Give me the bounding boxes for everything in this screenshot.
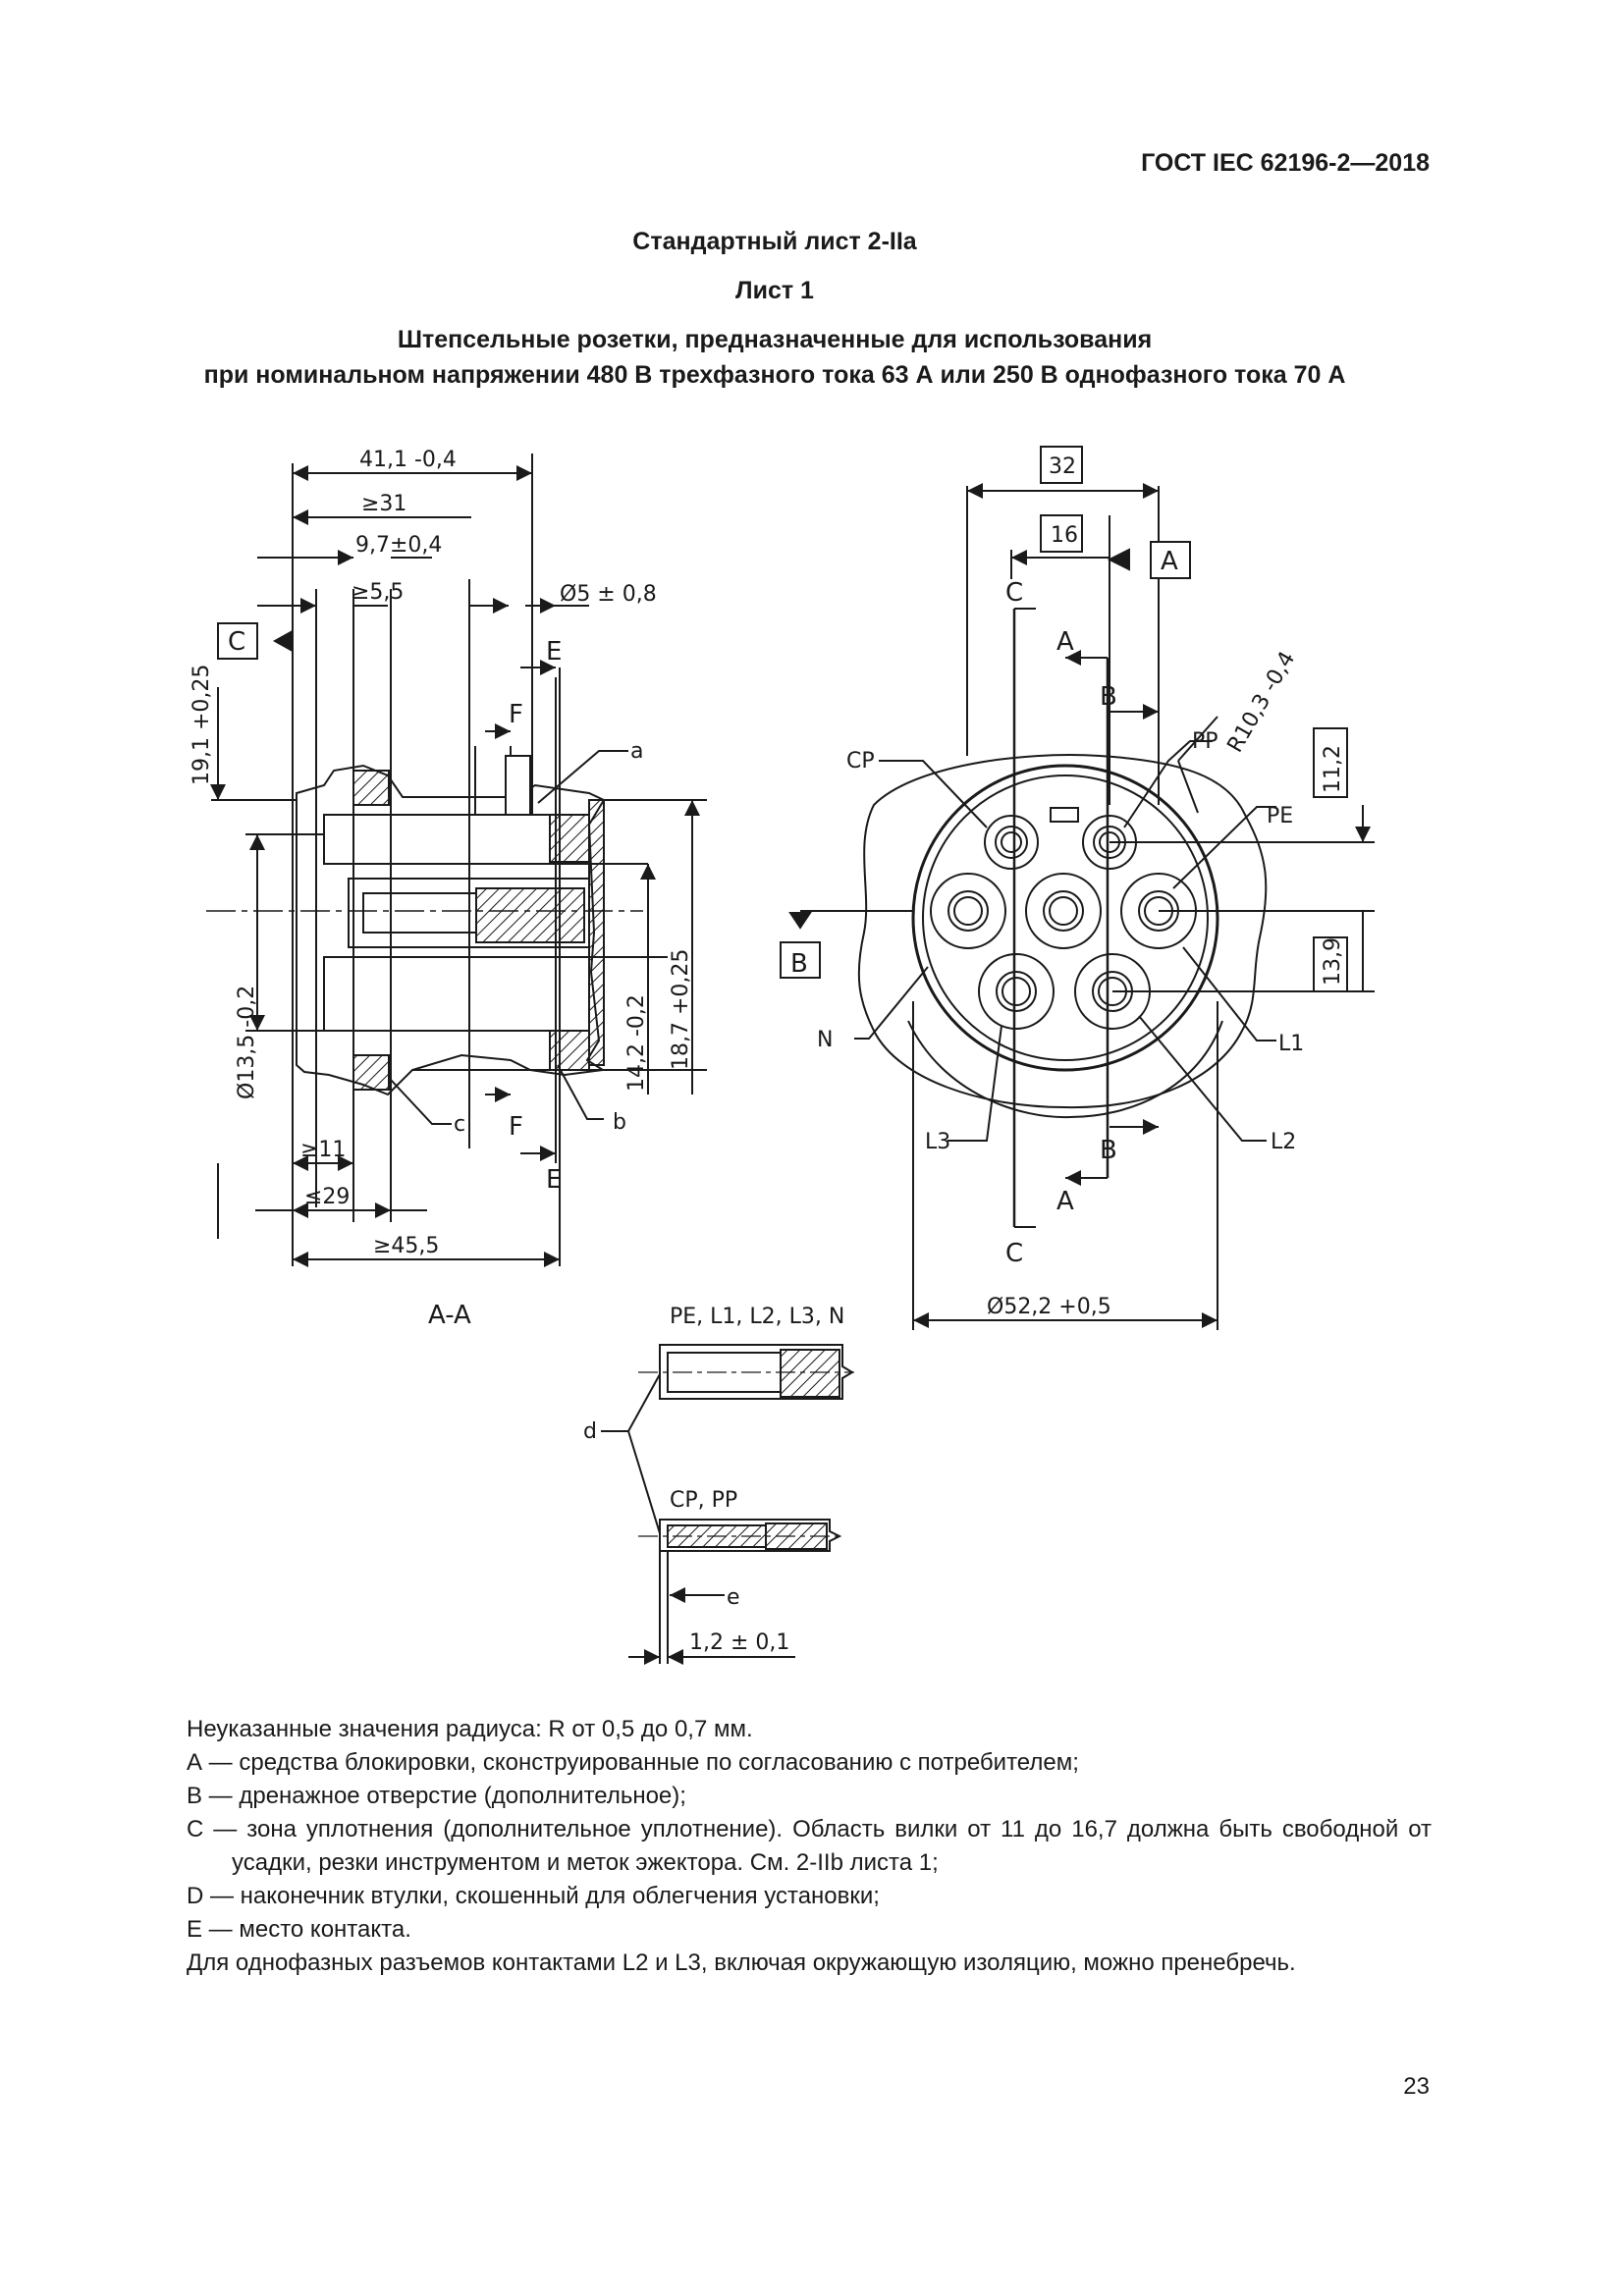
label-c-bot: C [1005,1239,1023,1268]
detail-label-e: e [727,1585,740,1610]
dim-14-2: 14,2 -0,2 [624,994,649,1092]
label-c-box: C [228,627,245,657]
pins [930,815,1197,1030]
dim-45-5: ≥45,5 [373,1234,439,1258]
label-a-bot: A [1056,1187,1074,1216]
note-a: А — средства блокировки, сконструированн… [187,1749,1079,1776]
section-caption: A-A [428,1301,471,1330]
note-c: С — зона уплотнения (дополнительное упло… [187,1816,1432,1876]
dim-41-1: 41,1 -0,4 [359,448,457,472]
detail-view [601,1344,854,1665]
pin-label-pe: PE [1267,804,1293,828]
note-d: D — наконечник втулки, скошенный для обл… [187,1883,880,1909]
dim-d52-2: Ø52,2 +0,5 [987,1295,1111,1319]
section-view [206,454,707,1267]
dim-11-2: 11,2 [1321,745,1345,793]
dim-d5: Ø5 ± 0,8 [560,582,657,607]
label-a-box: A [1161,547,1178,576]
notes: Неуказанные значения радиуса: R от 0,5 д… [116,1713,1432,1980]
dim-11: ≥11 [300,1138,346,1162]
dim-31: ≥31 [361,492,406,516]
dim-5-5: ≥5,5 [352,580,404,605]
dim-13-9: 13,9 [1321,937,1345,986]
dim-32: 32 [1049,454,1076,479]
detail-label-power: PE, L1, L2, L3, N [670,1305,844,1329]
title-line-2: при номинальном напряжении 480 В трехфаз… [203,361,1346,389]
pin-label-l3: L3 [925,1130,950,1154]
note-e: Е — место контакта. [187,1916,411,1943]
pin-label-pp: PP [1192,729,1218,754]
front-labels: 32 16 A C A B B A C B R10,3 -0,4 11,2 13… [790,454,1345,1319]
label-b-top: B [1100,682,1117,712]
dim-9-7: 9,7±0,4 [355,533,442,558]
note-radius: Неуказанные значения радиуса: R от 0,5 д… [187,1716,753,1742]
title-line-1: Штепсельные розетки, предназначенные для… [397,326,1153,353]
detail-label-signal: CP, PP [670,1488,737,1513]
note-single-phase: Для однофазных разъемов контактами L2 и … [187,1949,1296,1976]
title-block: Стандартный лист 2-IIa Лист 1 Штепсельны… [98,224,1451,393]
pin-label-cp: CP [846,749,875,774]
dim-19-1: 19,1 +0,25 [189,665,214,785]
technical-drawing: 41,1 -0,4 ≥31 9,7±0,4 ≥5,5 Ø5 ± 0,8 C E … [189,446,1375,1665]
dim-d13-5: Ø13,5 -0,2 [235,986,259,1099]
sheet-title: Стандартный лист 2-IIa [632,228,917,255]
label-e-bot: E [546,1165,562,1195]
label-a-top: A [1056,627,1074,657]
label-c-top: C [1005,578,1023,608]
pin-label-l2: L2 [1271,1130,1296,1154]
label-c: c [454,1112,465,1137]
label-b-bot: B [1100,1136,1117,1165]
front-view [780,446,1375,1330]
dim-18-7: 18,7 +0,25 [669,949,693,1070]
note-b: В — дренажное отверстие (дополнительное)… [187,1783,686,1809]
pin-label-l1: L1 [1278,1032,1304,1056]
label-e-top: E [546,637,562,667]
standard-number: ГОСТ IEC 62196-2—2018 [1141,149,1430,177]
label-b-box: B [790,949,808,979]
label-f-bot: F [509,1112,523,1142]
page-number: 23 [1403,2073,1430,2100]
label-b: b [613,1110,626,1135]
label-a: a [630,739,643,764]
pin-label-n: N [817,1028,833,1052]
page-title: Лист 1 [735,277,814,304]
dim-29: ≤29 [304,1185,350,1209]
section-labels: 41,1 -0,4 ≥31 9,7±0,4 ≥5,5 Ø5 ± 0,8 C E … [189,448,693,1330]
detail-label-d: d [583,1419,597,1444]
detail-labels: PE, L1, L2, L3, N CP, PP d e 1,2 ± 0,1 [583,1305,844,1655]
dim-r10-3: R10,3 -0,4 [1223,648,1301,757]
dim-16: 16 [1051,523,1078,548]
dim-1-2: 1,2 ± 0,1 [689,1630,789,1655]
label-f-top: F [509,700,523,729]
